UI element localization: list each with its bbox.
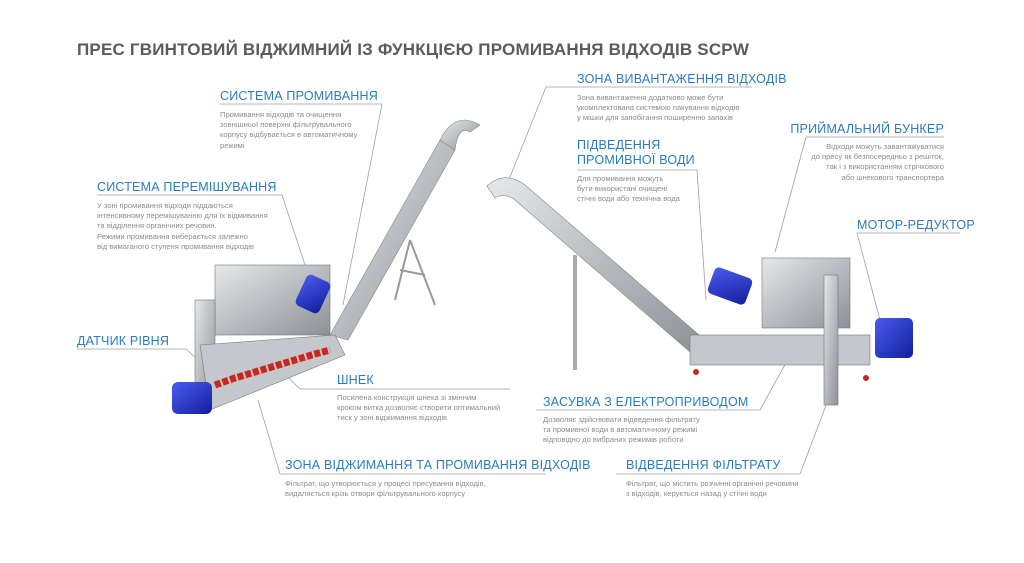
motor-left-2	[295, 274, 331, 314]
discharge-zone-heading: ЗОНА ВИВАНТАЖЕННЯ ВІДХОДІВ	[577, 72, 787, 86]
press-body	[689, 334, 871, 366]
motor-left-1	[172, 382, 212, 414]
filtrate-body: Фільтрат, що містить розчинні органічні …	[626, 479, 799, 499]
level-sensor-heading: ДАТЧИК РІВНЯ	[77, 334, 170, 348]
page-title: ПРЕС ГВИНТОВИЙ ВІДЖИМНИЙ ІЗ ФУНКЦІЄЮ ПРО…	[77, 40, 750, 59]
discharge-zone-body: Зона вивантаження додатково може бути ук…	[577, 93, 740, 123]
leader-lines	[77, 86, 960, 475]
pressing-zone-heading: ЗОНА ВІДЖИМАННЯ ТА ПРОМИВАННЯ ВІДХОДІВ	[285, 458, 591, 472]
valve-body: Дозволяє здійснювати відведення фільтрат…	[543, 415, 700, 445]
screw-trough	[199, 334, 346, 411]
washing-system-heading: СИСТЕМА ПРОМИВАННЯ	[220, 89, 378, 103]
left-press	[172, 119, 481, 414]
gear-motor-heading: МОТОР-РЕДУКТОР	[857, 218, 975, 232]
right-press	[486, 177, 913, 406]
mixing-system-heading: СИСТЕМА ПЕРЕМІШУВАННЯ	[97, 180, 277, 194]
filtrate-pipe	[823, 274, 839, 406]
support-stand	[394, 239, 436, 306]
wash-water-body: Для промивання можуть бути використані о…	[577, 174, 680, 204]
filtrate-heading: ВІДВЕДЕННЯ ФІЛЬТРАТУ	[626, 458, 781, 472]
motor-right-1	[707, 267, 753, 305]
discharge-pipe	[329, 139, 456, 341]
mixing-system-body: У зоні промивання відходи піддаються інт…	[97, 201, 268, 251]
pressing-zone-body: Фільтрат, що утворюється у процесі пресу…	[285, 479, 486, 499]
screw-heading: ШНЕК	[337, 373, 374, 387]
wash-water-heading: ПІДВЕДЕННЯ ПРОМИВНОЇ ВОДИ	[577, 138, 695, 167]
hopper-body: Відходи можуть завантажуватися до пресу …	[811, 142, 944, 182]
valve-heading: ЗАСУВКА З ЕЛЕКТРОПРИВОДОМ	[543, 395, 749, 409]
screw	[213, 346, 331, 389]
hopper-heading: ПРИЙМАЛЬНИЙ БУНКЕР	[790, 122, 944, 136]
washing-system-body: Промивання відходів та очищення зовнішнь…	[220, 110, 358, 150]
motor-right-2	[875, 318, 913, 358]
screw-body: Посилена конструкція шнека зі змінним кр…	[337, 393, 501, 423]
